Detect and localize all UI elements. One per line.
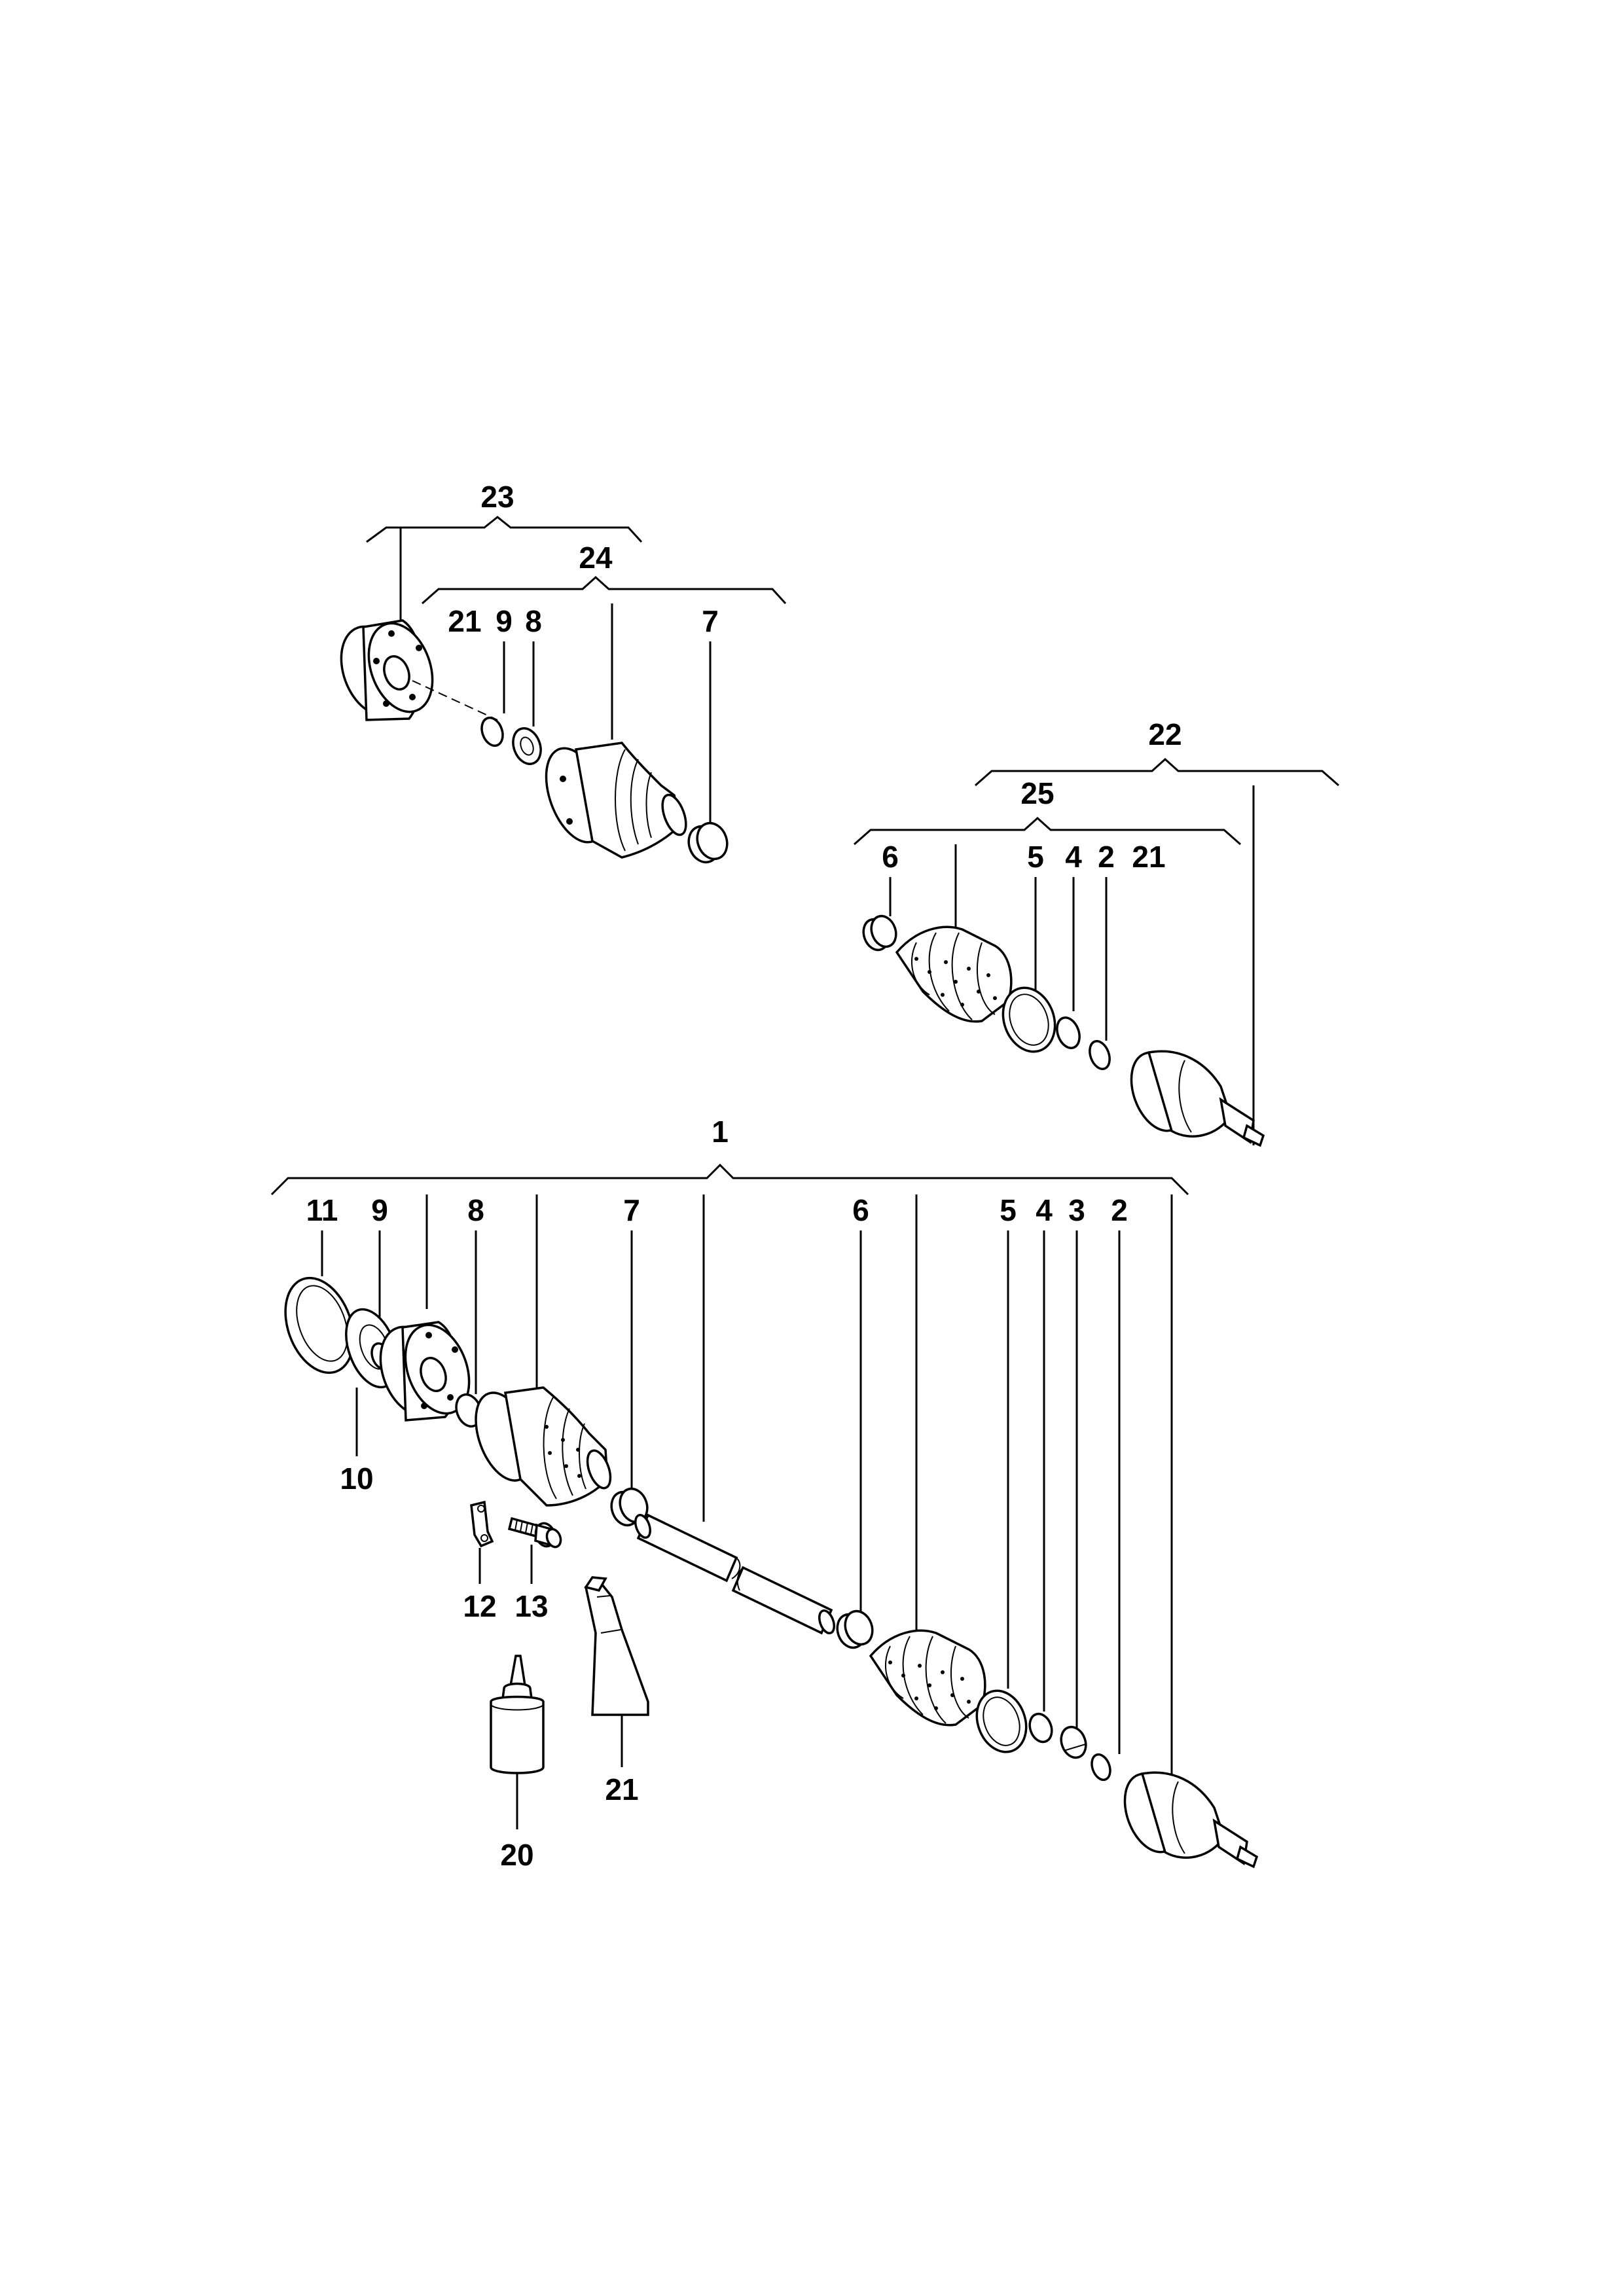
washer-8-upper — [512, 727, 542, 765]
flange-1 — [379, 1321, 471, 1422]
label-23: 23 — [480, 480, 514, 514]
dished-washer-3 — [1060, 1725, 1087, 1759]
label-5-upper: 5 — [1027, 840, 1044, 874]
circlip-9-upper — [480, 716, 504, 747]
group-25: 25 6 5 4 2 21 — [854, 776, 1241, 1070]
grease-tube-21 — [584, 1576, 649, 1716]
label-7-lower: 7 — [623, 1193, 640, 1227]
label-4-lower: 4 — [1036, 1193, 1053, 1227]
bracket-22 — [975, 757, 1339, 787]
label-2-lower: 2 — [1111, 1193, 1128, 1227]
label-21-right: 21 — [1132, 840, 1165, 874]
cv-joint-1 — [1123, 1771, 1259, 1869]
label-12: 12 — [463, 1589, 496, 1623]
label-22: 22 — [1148, 717, 1182, 751]
group-22: 22 — [975, 717, 1339, 1147]
label-25: 25 — [1020, 776, 1054, 810]
label-21-tube: 21 — [605, 1772, 638, 1806]
group-23: 23 — [340, 480, 643, 721]
lock-plate-12 — [470, 1500, 494, 1548]
drive-shaft — [634, 1513, 835, 1635]
boot-1-outer — [869, 1629, 986, 1727]
label-10: 10 — [340, 1462, 373, 1496]
clamp-5-lower — [975, 1689, 1028, 1753]
axis-line-23 — [412, 680, 498, 721]
label-8-lower: 8 — [467, 1193, 484, 1227]
bush-6-lower — [836, 1609, 874, 1649]
label-2-upper: 2 — [1098, 840, 1115, 874]
label-6-upper: 6 — [882, 840, 899, 874]
label-3: 3 — [1068, 1193, 1085, 1227]
clamp-5-upper — [1001, 986, 1056, 1053]
clamp-4-upper — [1056, 1016, 1081, 1049]
label-6-lower: 6 — [852, 1193, 869, 1227]
label-8-upper: 8 — [525, 604, 542, 638]
label-1: 1 — [712, 1115, 729, 1149]
group-24: 24 21 9 8 7 — [422, 541, 787, 864]
flange-23 — [340, 619, 434, 721]
label-13: 13 — [514, 1589, 548, 1623]
bottle-20 — [490, 1655, 545, 1774]
bracket-25 — [854, 816, 1241, 846]
label-5-lower: 5 — [1000, 1193, 1017, 1227]
clamp-4-lower — [1028, 1712, 1053, 1744]
label-21-upper: 21 — [448, 604, 481, 638]
bush-7-upper — [687, 821, 729, 864]
bush-6-upper — [862, 914, 897, 952]
boot-1-inner — [475, 1386, 612, 1507]
bush-7-lower — [610, 1487, 649, 1527]
label-20: 20 — [500, 1838, 533, 1872]
bracket-23 — [366, 516, 643, 543]
bracket-1 — [270, 1163, 1189, 1196]
circlip-2-upper — [1089, 1040, 1111, 1070]
label-9-upper: 9 — [496, 604, 513, 638]
cv-joint-22 — [1130, 1050, 1265, 1147]
label-11: 11 — [306, 1193, 338, 1227]
group-1: 1 11 9 8 7 6 5 4 3 2 — [270, 1115, 1259, 1872]
cover-11 — [284, 1276, 355, 1374]
circlip-2-lower — [1091, 1753, 1111, 1782]
label-7-upper: 7 — [702, 604, 719, 638]
bracket-24 — [422, 575, 787, 605]
boot-24 — [545, 742, 687, 859]
boot-25 — [895, 925, 1013, 1023]
label-24: 24 — [579, 541, 613, 575]
label-9-lower: 9 — [371, 1193, 388, 1227]
label-4-upper: 4 — [1065, 840, 1082, 874]
bolt-13 — [507, 1516, 562, 1549]
